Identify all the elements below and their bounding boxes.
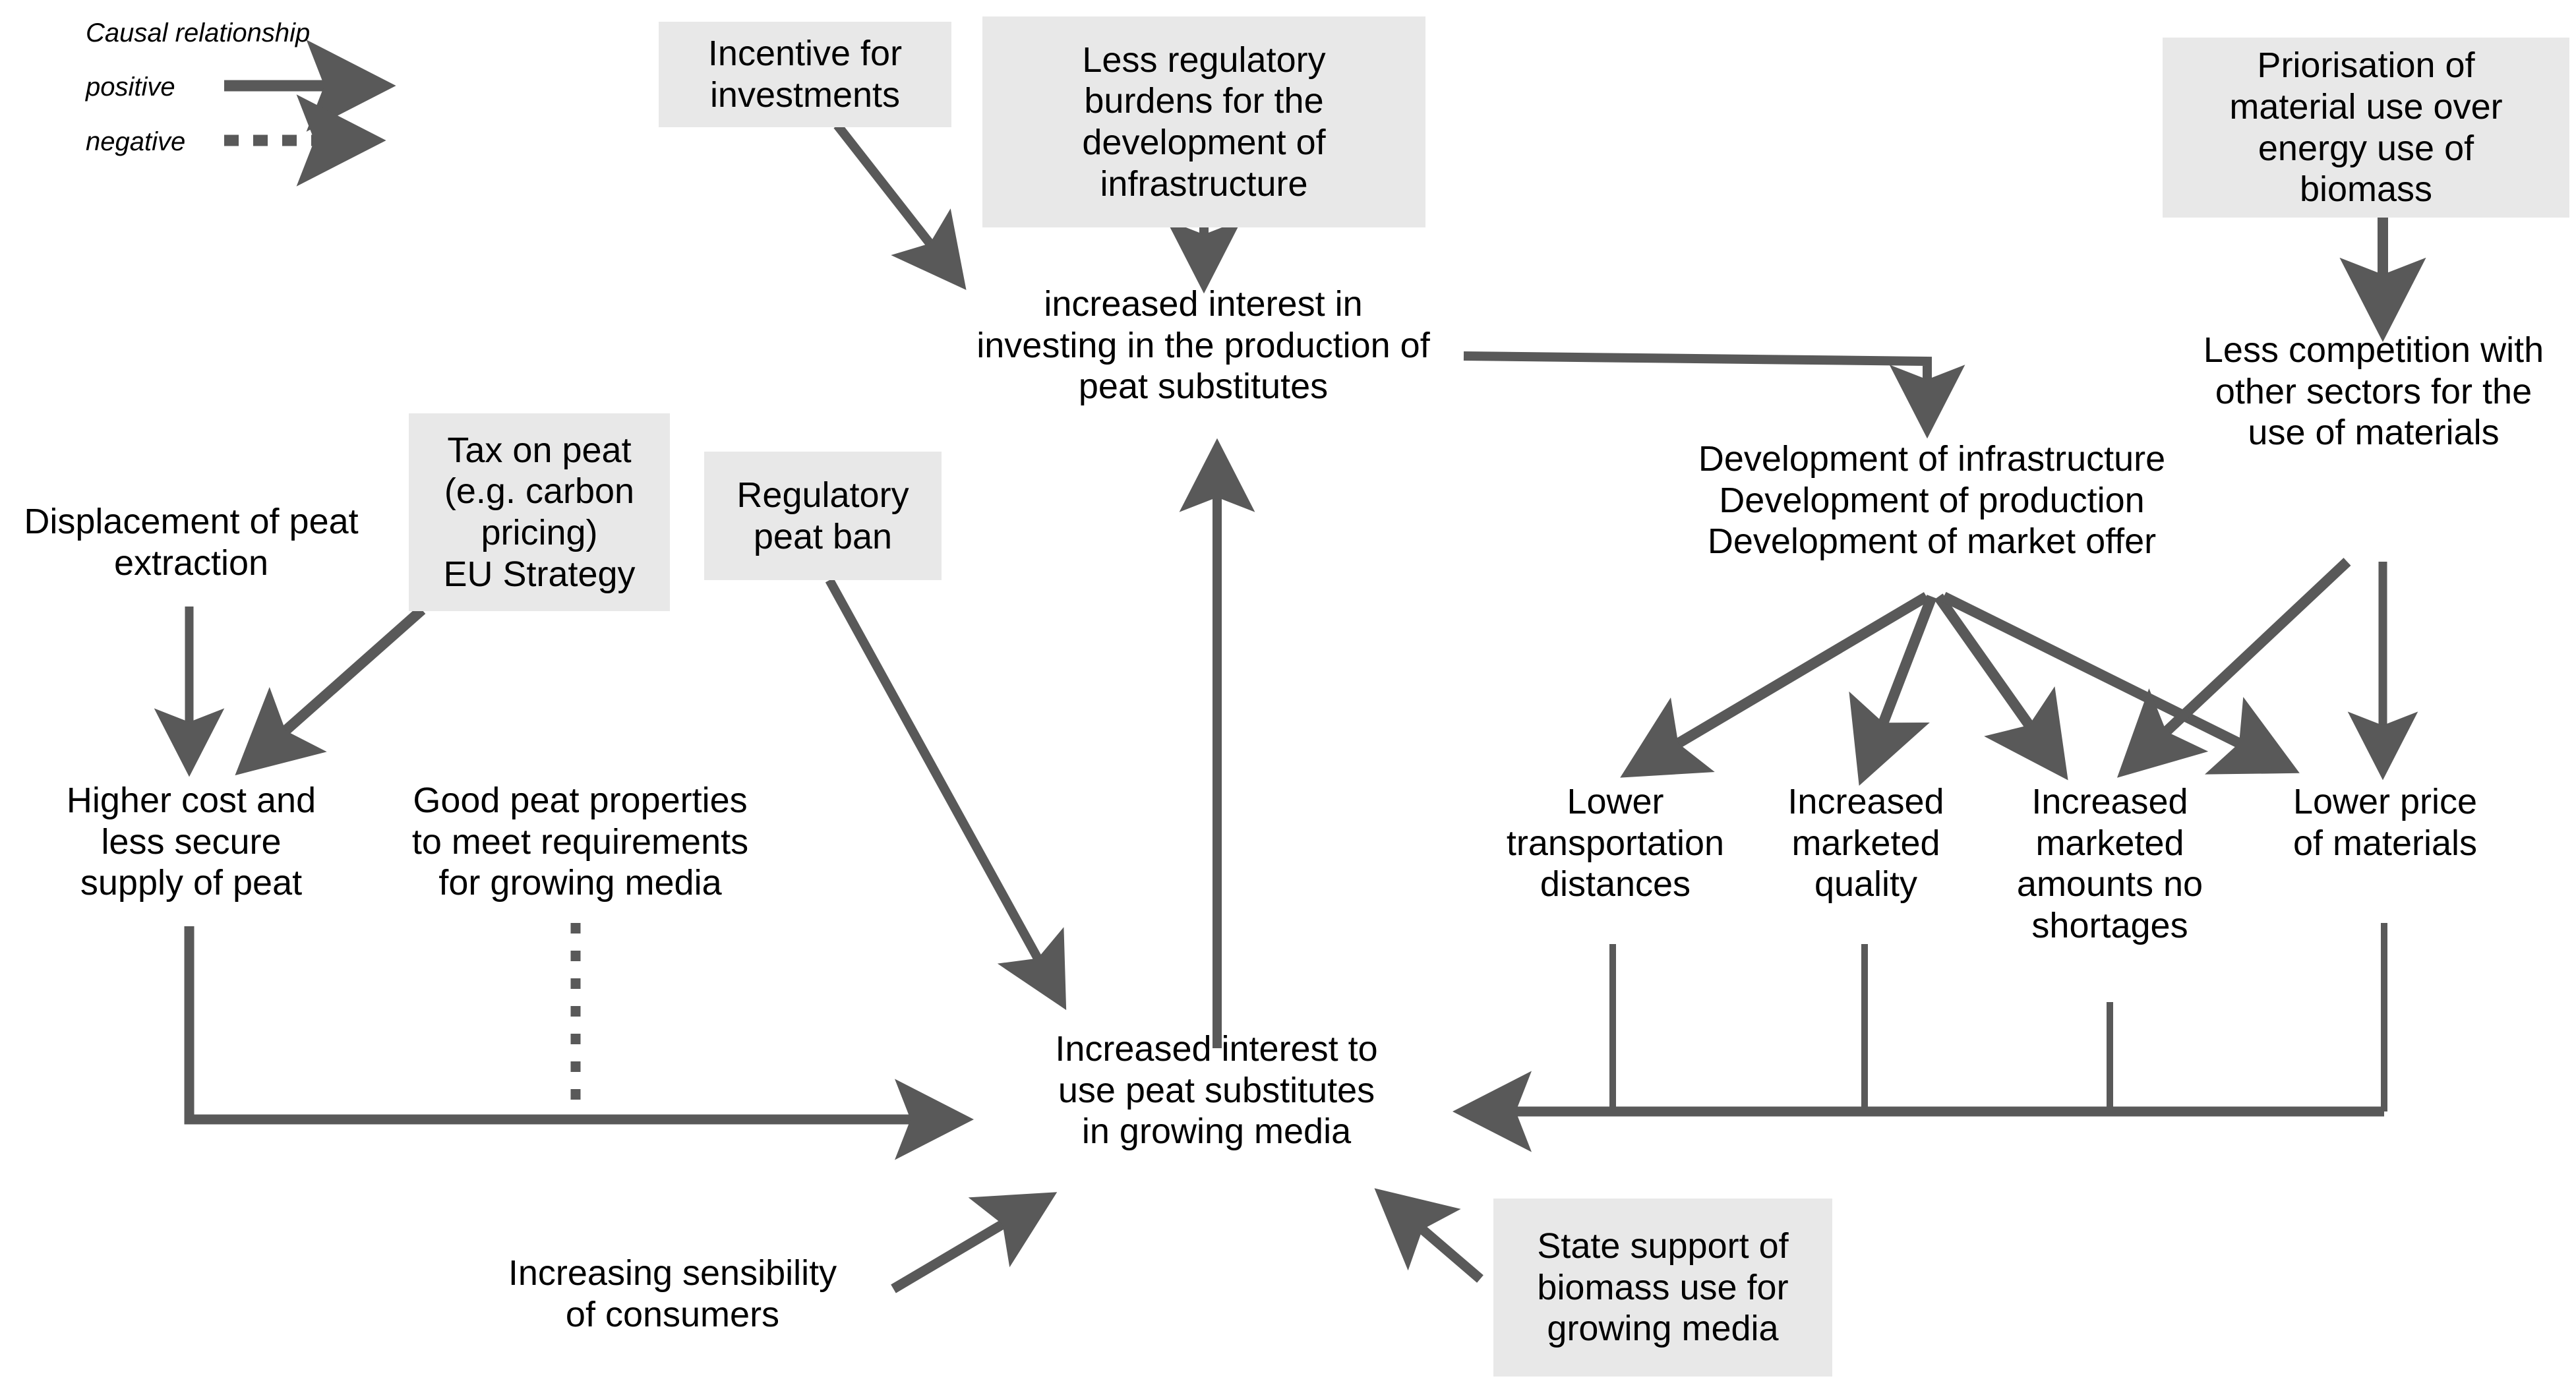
node-increased-marketed-amounts[interactable]: Increased marketed amounts no shortages (2016, 782, 2203, 945)
edge-lesscomp-to-amounts (2117, 558, 2351, 778)
node-label: Less regulatory burdens for the developm… (1082, 40, 1326, 204)
legend-positive-label: positive (86, 73, 175, 102)
edge-highercost-to-usesubst (184, 926, 974, 1160)
node-priorisation-of-material-use[interactable]: Priorisation of material use over energy… (2163, 38, 2569, 218)
node-higher-cost-less-secure[interactable]: Higher cost and less secure supply of pe… (66, 781, 316, 903)
node-increased-interest-investing[interactable]: increased interest in investing in the p… (976, 284, 1430, 407)
edge-sensibility-to-usesubst (891, 1192, 1058, 1293)
edge-peatban-to-usesubst (825, 578, 1067, 1011)
node-less-regulatory-burdens[interactable]: Less regulatory burdens for the developm… (982, 16, 1425, 227)
node-increased-marketed-quality[interactable]: Increased marketed quality (1787, 782, 1944, 904)
node-label: Regulatory peat ban (736, 475, 909, 556)
node-label: Incentive for investments (707, 34, 903, 115)
node-development-cluster[interactable]: Development of infrastructure Developmen… (1698, 439, 2166, 562)
edge-tax-to-highercost (235, 606, 426, 776)
legend-title: Causal relationship (86, 18, 311, 47)
node-increasing-sensibility-of-consumers[interactable]: Increasing sensibility of consumers (508, 1253, 837, 1334)
node-less-competition[interactable]: Less competition with other sectors for … (2203, 330, 2544, 453)
node-lower-transportation-distances[interactable]: Lower transportation distances (1506, 782, 1725, 904)
node-label: Tax on peat (e.g. carbon pricing) EU Str… (443, 430, 636, 594)
node-displacement-of-peat-extraction[interactable]: Displacement of peat extraction (24, 502, 359, 583)
edge-development-to-transport (1620, 592, 1930, 778)
node-incentive-for-investments[interactable]: Incentive for investments (659, 22, 951, 127)
node-lower-price-of-materials[interactable]: Lower price of materials (2292, 782, 2478, 863)
edge-development-to-lowerprice (1941, 591, 2300, 775)
node-good-peat-properties[interactable]: Good peat properties to meet requirement… (411, 781, 749, 903)
node-label: Priorisation of material use over energy… (2229, 45, 2503, 210)
edge-statesupport-to-usesubst (1374, 1188, 1483, 1283)
edge-development-to-amounts (1934, 593, 2068, 781)
node-state-support-of-biomass[interactable]: State support of biomass use for growing… (1493, 1199, 1832, 1377)
edge-interest-to-development (1463, 351, 1965, 439)
node-regulatory-peat-ban[interactable]: Regulatory peat ban (704, 452, 942, 580)
node-tax-on-peat[interactable]: Tax on peat (e.g. carbon pricing) EU Str… (409, 413, 670, 611)
node-increased-interest-use-substitutes[interactable]: Increased interest to use peat substitut… (1055, 1029, 1378, 1152)
legend-negative-label: negative (86, 127, 186, 156)
edge-development-to-quality (1849, 595, 1937, 786)
edge-incentive-to-interest (833, 122, 967, 290)
node-label: State support of biomass use for growing… (1537, 1226, 1789, 1349)
